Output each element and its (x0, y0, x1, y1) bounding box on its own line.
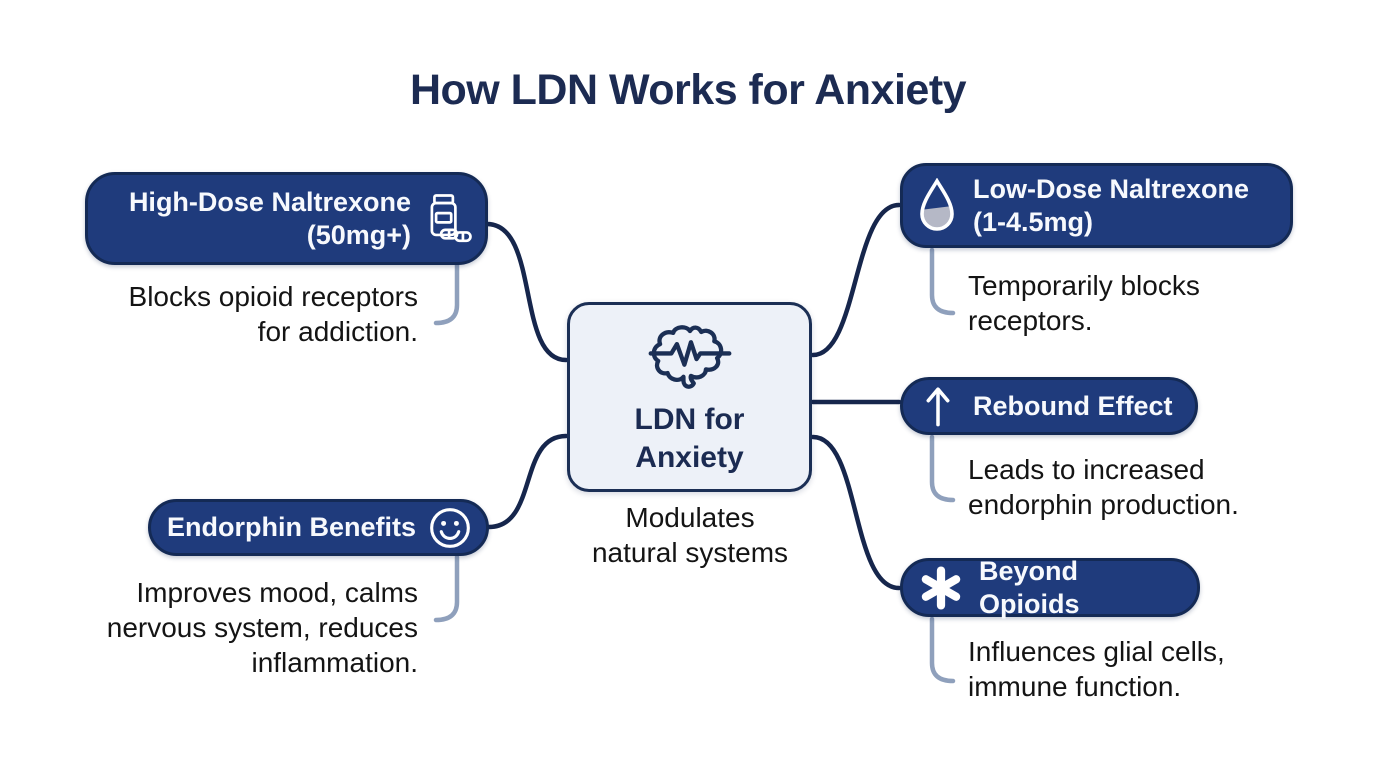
center-node-caption: Modulates natural systems (591, 502, 789, 568)
node-endorphin-label: Endorphin Benefits (167, 512, 416, 543)
arrow-up-icon (926, 387, 950, 427)
bracket-rebound-desc (929, 434, 956, 503)
desc-low-dose: Temporarily blocks receptors. (968, 268, 1308, 338)
node-high-dose-naltrexone: High-Dose Naltrexone (50mg+) (85, 172, 488, 265)
asterisk-icon (921, 565, 961, 610)
branch-center-to-low-dose (810, 202, 902, 358)
bracket-endorphin-desc (433, 554, 460, 623)
node-beyond-label: Beyond Opioids (979, 555, 1080, 619)
center-node-label: LDN for Anxiety (634, 403, 745, 474)
desc-high-dose: Blocks opioid receptors for addiction. (88, 279, 418, 349)
desc-rebound-text: Leads to increased endorphin production. (968, 454, 1239, 520)
bracket-low-dose-desc (929, 247, 956, 316)
desc-beyond: Influences glial cells, immune function. (968, 634, 1308, 704)
smiley-icon (430, 507, 470, 548)
node-rebound-label: Rebound Effect (973, 390, 1173, 421)
node-high-dose-label: High-Dose Naltrexone (50mg+) (128, 186, 411, 250)
node-rebound-effect: Rebound Effect (900, 377, 1198, 435)
node-low-dose-label: Low-Dose Naltrexone (1-4.5mg) (973, 173, 1250, 237)
brain-pulse-icon (648, 325, 731, 389)
desc-high-dose-text: Blocks opioid receptors for addiction. (128, 281, 418, 347)
desc-endorphin: Improves mood, calms nervous system, red… (85, 575, 418, 680)
node-endorphin-benefits: Endorphin Benefits (148, 499, 489, 556)
pill-bottle-icon (430, 193, 472, 242)
branch-center-to-beyond (810, 434, 902, 591)
center-node-ldn-for-anxiety: LDN for Anxiety (567, 302, 812, 492)
branch-high-dose-to-center (484, 221, 569, 363)
bracket-beyond-desc (929, 616, 956, 684)
page-title: How LDN Works for Anxiety (409, 66, 967, 114)
desc-beyond-text: Influences glial cells, immune function. (968, 636, 1225, 702)
droplet-icon (917, 177, 954, 231)
desc-low-dose-text: Temporarily blocks receptors. (968, 270, 1200, 336)
node-low-dose-naltrexone: Low-Dose Naltrexone (1-4.5mg) (900, 163, 1293, 248)
bracket-high-dose-desc (433, 258, 460, 326)
desc-rebound: Leads to increased endorphin production. (968, 452, 1308, 522)
desc-endorphin-text: Improves mood, calms nervous system, red… (106, 577, 418, 678)
node-beyond-opioids: Beyond Opioids (900, 556, 1200, 619)
